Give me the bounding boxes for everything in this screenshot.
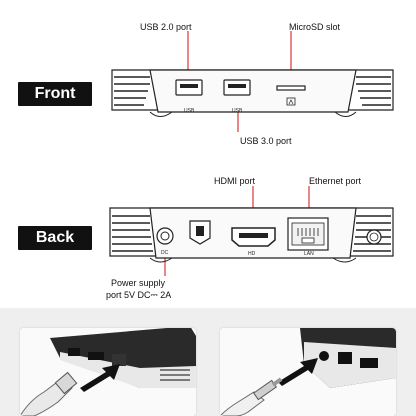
power-connection-photo: [220, 328, 396, 416]
usb2-callout: USB 2.0 port: [140, 22, 192, 32]
hdmi-label: HD: [248, 251, 256, 257]
usb3-callout: USB 3.0 port: [240, 136, 292, 146]
ethernet-callout: Ethernet port: [309, 176, 362, 186]
hdmi-callout: HDMI port: [214, 176, 256, 186]
ethernet-connection-illustration: [20, 328, 196, 416]
back-badge: Back: [18, 226, 92, 250]
usb-right-label: USB: [232, 108, 243, 114]
front-badge: Front: [18, 82, 92, 106]
usb-left-label: USB: [184, 108, 195, 114]
power-callout-line1: Power supply: [111, 278, 166, 288]
power-connection-illustration: [220, 328, 396, 416]
dc-label: DC: [161, 250, 169, 256]
lan-label: LAN: [304, 251, 314, 257]
ethernet-connection-photo: [20, 328, 196, 416]
microsd-callout: MicroSD slot: [289, 22, 341, 32]
power-callout-line2: port 5V DC⎓ 2A: [106, 290, 172, 300]
